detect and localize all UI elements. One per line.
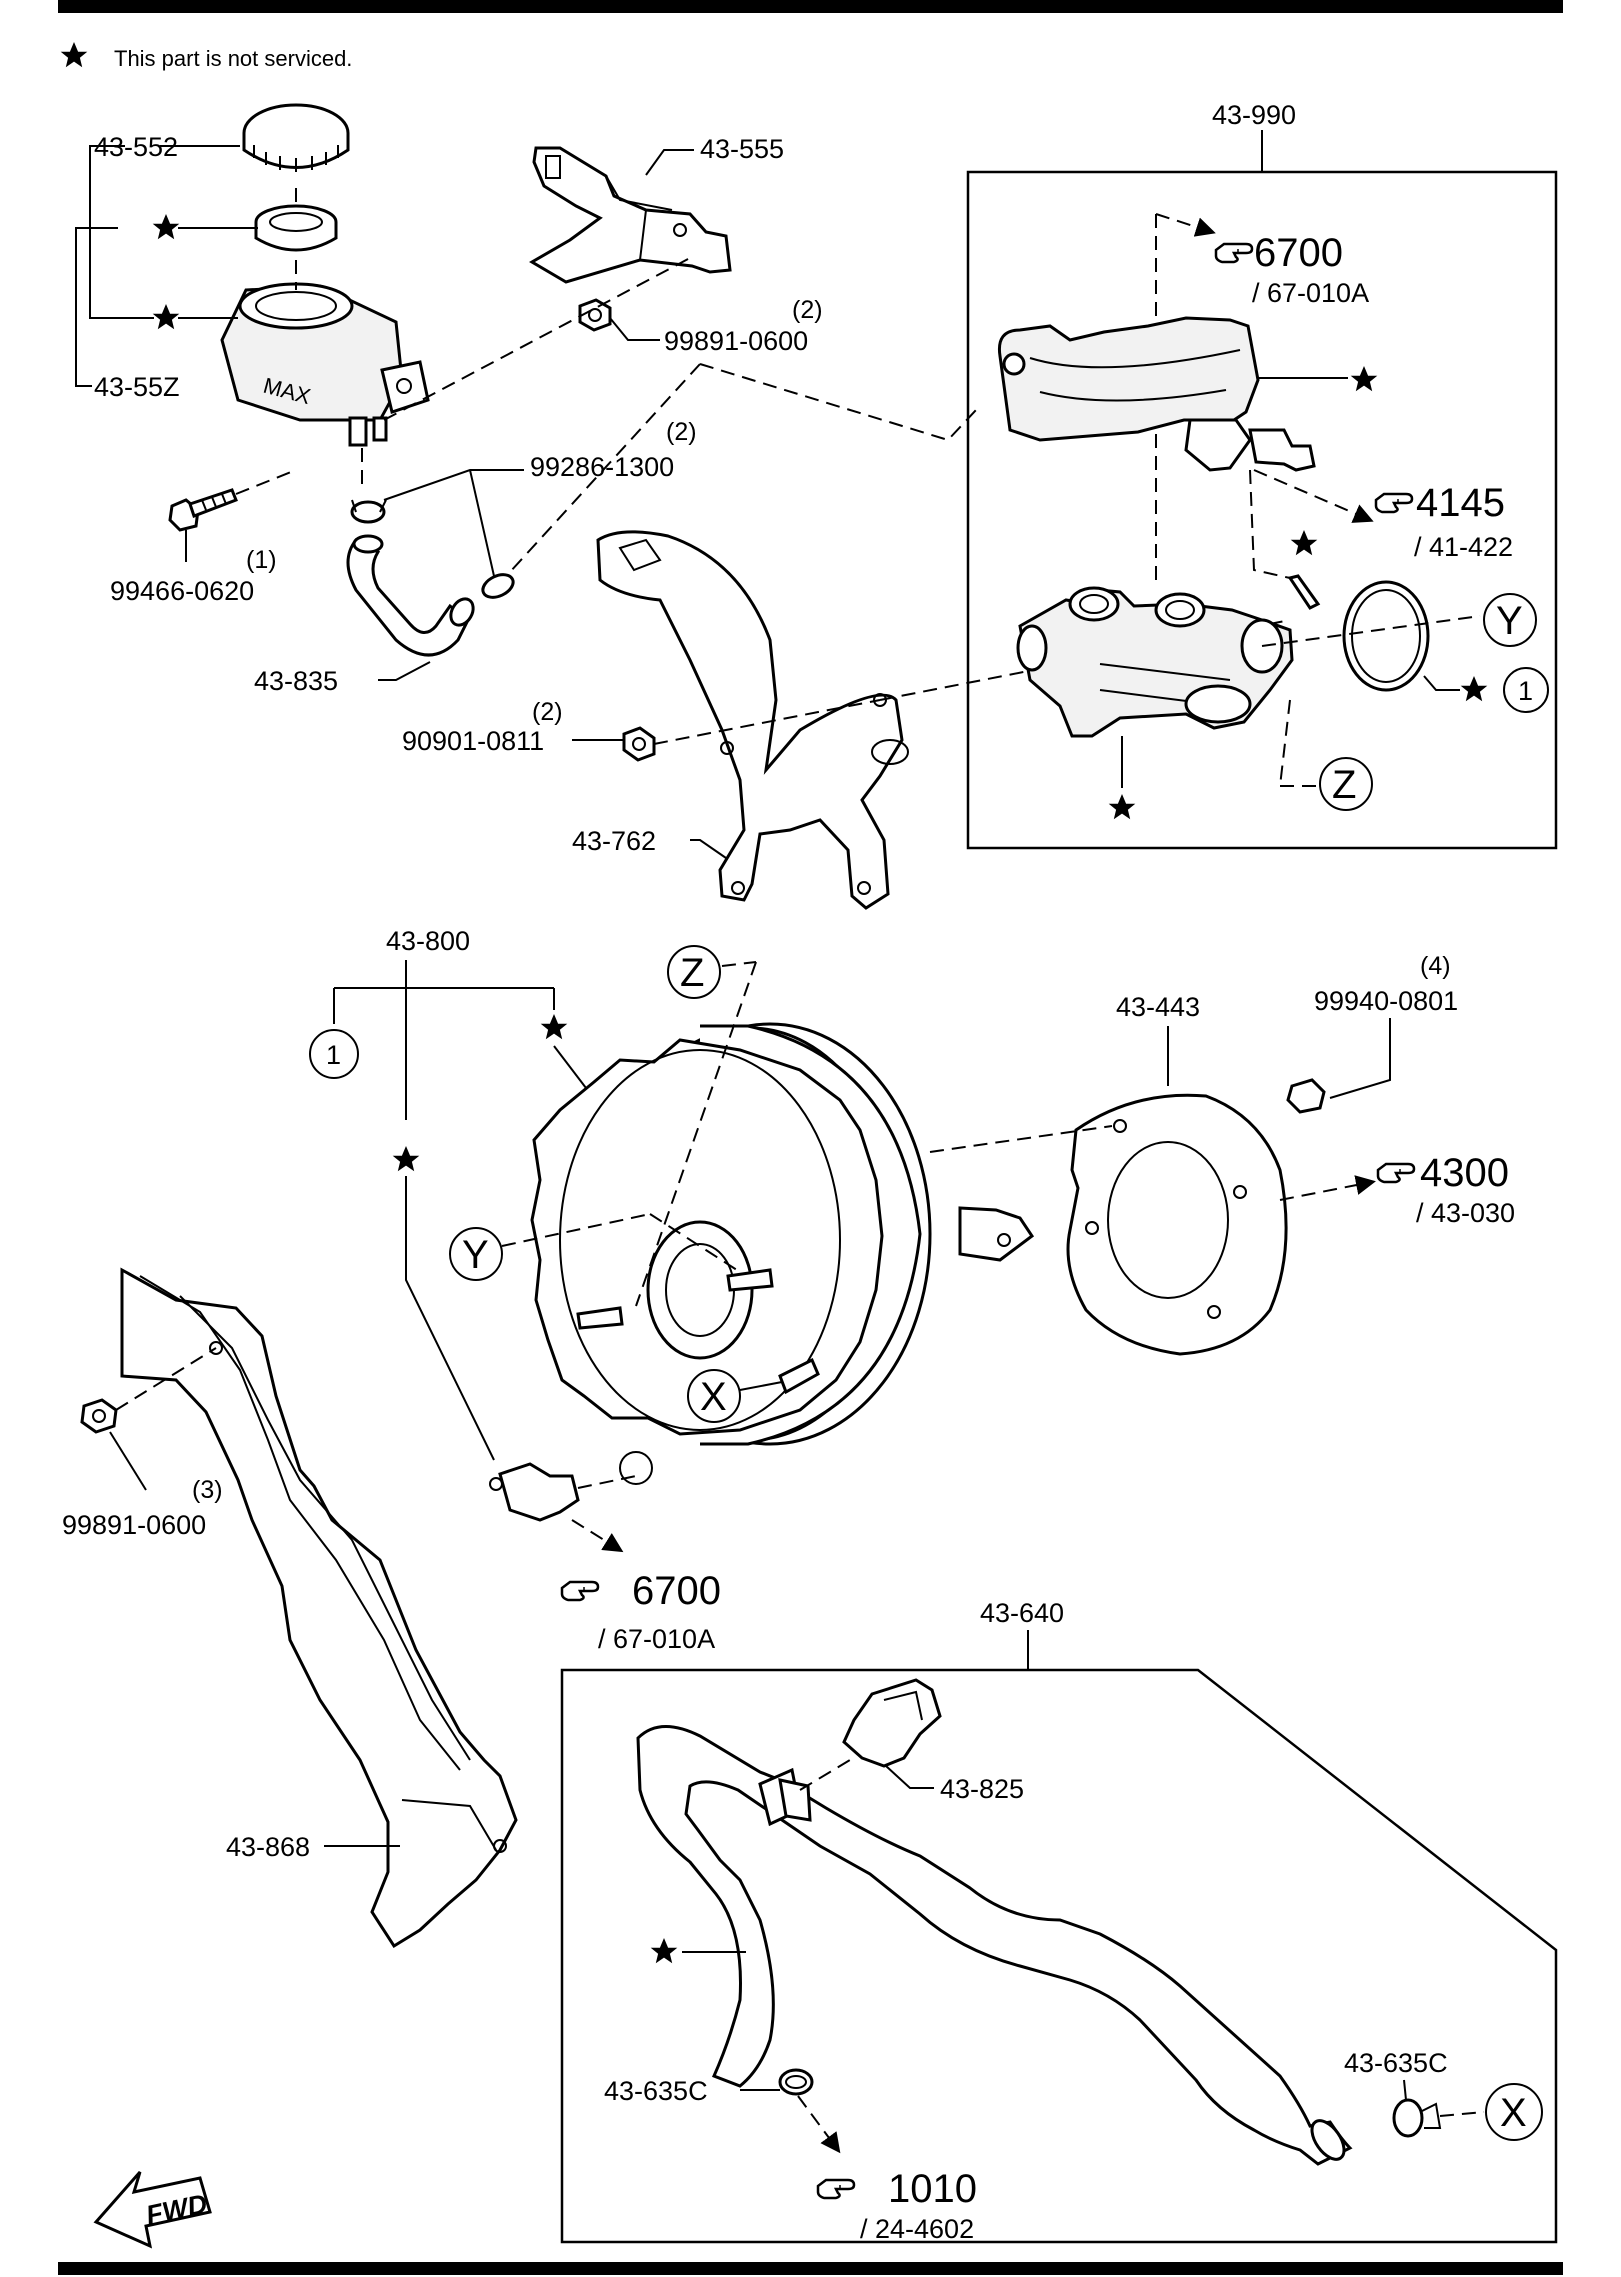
star-icon (60, 42, 88, 68)
bracket-43-762 (596, 530, 909, 910)
qty-99286-1300: (2) (666, 418, 697, 446)
hand-pointer-icon (816, 2178, 856, 2200)
hose-clip-lower (481, 573, 515, 599)
star-icon (540, 1014, 568, 1040)
nut-90901-0811 (622, 726, 656, 762)
ref-6700-mid-sub: / 67-010A (598, 1624, 715, 1654)
star-icon (1460, 676, 1488, 702)
label-43-635C-right: 43-635C (1344, 2048, 1448, 2078)
star-icon (1350, 366, 1378, 392)
star-icon (1290, 530, 1318, 556)
hose-clip-upper (350, 499, 387, 524)
label-43-835: 43-835 (254, 666, 338, 696)
label-43-55Z: 43-55Z (94, 372, 180, 402)
label-99940-0801: 99940-0801 (1314, 986, 1458, 1016)
label-99466-0620: 99466-0620 (110, 576, 254, 606)
gasket-43-443 (1066, 1093, 1288, 1356)
svg-text:X: X (700, 1375, 727, 1419)
callout-Z-top (1319, 757, 1373, 811)
hand-pointer-icon (560, 1580, 600, 1602)
svg-text:Z: Z (1332, 763, 1356, 807)
reservoir-seal (254, 204, 338, 252)
top-border (58, 0, 1563, 13)
label-43-552: 43-552 (94, 132, 178, 162)
label-43-868: 43-868 (226, 1832, 310, 1862)
svg-text:1: 1 (1518, 676, 1533, 706)
nut-99940-0801 (1286, 1078, 1326, 1114)
label-99891-0600-top: 99891-0600 (664, 326, 808, 356)
ref-6700-top-sub: / 67-010A (1252, 278, 1369, 308)
ref-4300-sub: / 43-030 (1416, 1198, 1515, 1228)
ref-4300: 4300 (1420, 1151, 1509, 1195)
callout-Y-top (1483, 593, 1537, 647)
vacuum-hose-box (560, 1668, 1558, 2244)
qty-99466-0620: (1) (246, 546, 277, 574)
label-43-555: 43-555 (700, 134, 784, 164)
mc-reservoir (997, 316, 1316, 472)
hand-pointer-icon (1374, 492, 1414, 514)
legend-note: This part is not serviced. (114, 46, 352, 71)
bolt-99466-0620 (168, 488, 238, 532)
callout-Z-mid (667, 945, 721, 999)
brake-booster (530, 1022, 1035, 1485)
fwd-arrow-icon: FWD (93, 2171, 212, 2249)
bottom-border (58, 2262, 1563, 2275)
label-43-990: 43-990 (1212, 100, 1296, 130)
star-icon (1108, 794, 1136, 820)
qty-99891-0600-left: (3) (192, 1476, 223, 1504)
svg-text:X: X (1500, 2091, 1527, 2135)
callout-X-bottom (1485, 2083, 1543, 2141)
connector-43-825 (842, 1678, 942, 1768)
callout-Y-mid (449, 1227, 503, 1281)
label-43-825: 43-825 (940, 1774, 1024, 1804)
reservoir-cap (242, 103, 350, 172)
label-43-443: 43-443 (1116, 992, 1200, 1022)
ref-4145: 4145 (1416, 481, 1505, 525)
nut-99891-0600-left (80, 1398, 118, 1434)
hand-pointer-icon (1214, 242, 1254, 264)
star-icon (152, 214, 180, 240)
label-43-800: 43-800 (386, 926, 470, 956)
label-90901-0811: 90901-0811 (402, 726, 544, 756)
clamp-43-635C-left (778, 2068, 814, 2096)
nut-99891-0600-top (578, 298, 612, 332)
label-99891-0600-left: 99891-0600 (62, 1510, 206, 1540)
svg-text:Y: Y (462, 1233, 489, 1277)
star-icon (152, 304, 180, 330)
qty-99940-0801: (4) (1420, 952, 1451, 980)
ref-1010: 1010 (888, 2167, 977, 2211)
hose-43-835 (346, 534, 475, 657)
star-icon (650, 1938, 678, 1964)
label-43-762: 43-762 (572, 826, 656, 856)
svg-text:Z: Z (680, 951, 704, 995)
reservoir-tank: MAX (220, 282, 430, 447)
ref-4145-sub: / 41-422 (1414, 532, 1513, 562)
svg-text:1: 1 (326, 1040, 341, 1070)
qty-99891-0600-top: (2) (792, 296, 823, 324)
qty-90901-0811: (2) (532, 698, 563, 726)
ref-1010-sub: / 24-4602 (860, 2214, 974, 2244)
bracket-43-555 (529, 146, 732, 284)
master-cylinder-box (966, 170, 1558, 850)
clamp-43-635C-right (1392, 2098, 1442, 2138)
o-ring (1342, 580, 1430, 692)
label-43-640: 43-640 (980, 1598, 1064, 1628)
label-99286-1300: 99286-1300 (530, 452, 674, 482)
star-icon (392, 1146, 420, 1172)
vacuum-hose-43-640 (636, 1725, 1353, 2166)
booster-sensor (489, 1462, 580, 1522)
callout-1-top (1503, 667, 1549, 713)
ref-6700-mid: 6700 (632, 1569, 721, 1613)
ref-6700-top: 6700 (1254, 231, 1343, 275)
svg-text:Y: Y (1496, 599, 1523, 643)
callout-1-mid (309, 1029, 359, 1079)
heat-shield-43-868 (120, 1267, 518, 1949)
master-cylinder (1016, 586, 1294, 738)
label-43-635C-left: 43-635C (604, 2076, 708, 2106)
hand-pointer-icon (1376, 1162, 1416, 1184)
callout-X-mid (687, 1369, 741, 1423)
